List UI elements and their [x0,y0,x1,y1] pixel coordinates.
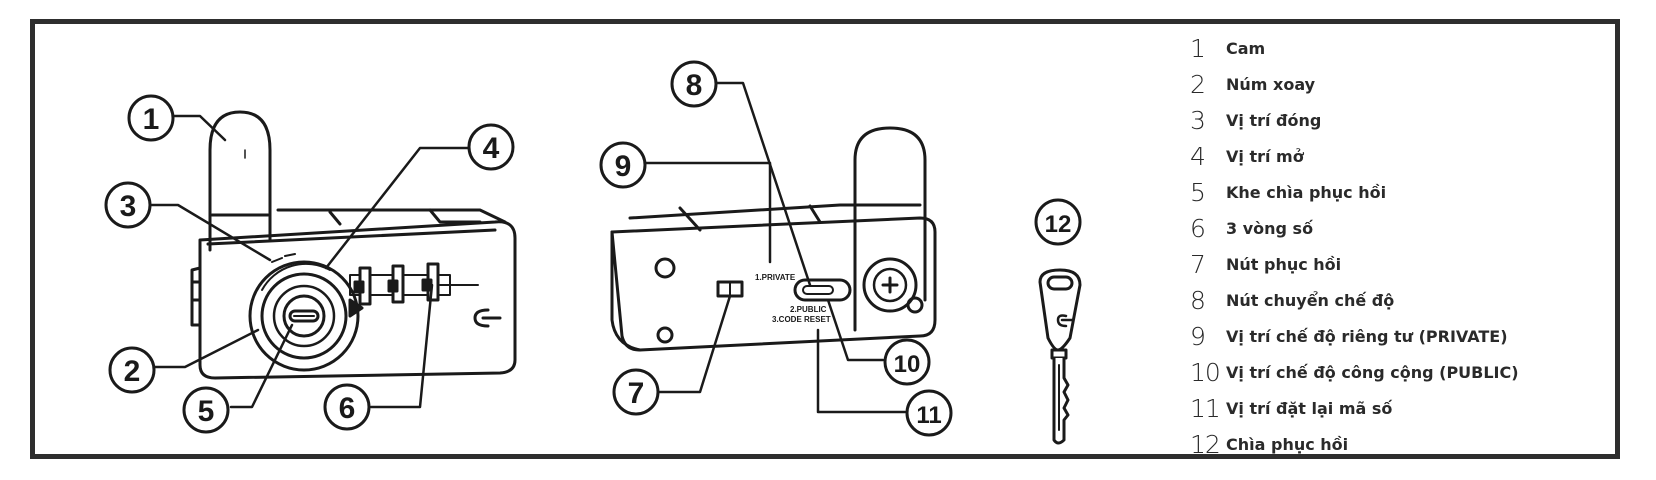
legend-number: 9 [1190,321,1206,351]
number-wheels [349,262,479,306]
svg-text:3: 3 [120,190,137,223]
legend-label: Nút chuyển chế độ [1226,290,1395,310]
legend-item: 10 Vị trí chế độ công cộng (PUBLIC) [1190,354,1610,390]
callout-2: 2 [108,346,156,394]
back-lock-illustration [610,126,937,352]
legend-item: 2 Núm xoay [1190,66,1610,102]
callout-10: 10 [883,338,931,386]
legend-item: 5 Khe chìa phục hồi [1190,174,1610,210]
callout-4: 4 [467,123,515,171]
svg-text:2: 2 [124,355,141,388]
legend-number: 8 [1190,285,1206,315]
legend-item: 1 Cam [1190,30,1610,66]
legend-number: 10 [1190,357,1221,387]
legend-label: Vị trí mở [1226,146,1304,166]
legend-label: Vị trí đóng [1226,110,1322,130]
cam-shape [208,110,272,252]
legend-item: 4 Vị trí mở [1190,138,1610,174]
legend-label: Vị trí chế độ công cộng (PUBLIC) [1226,362,1519,382]
legend-label: Chìa phục hồi [1226,434,1349,454]
legend-item: 6 3 vòng số [1190,210,1610,246]
label-public: 2.PUBLIC [790,305,827,314]
legend-item: 3 Vị trí đóng [1190,102,1610,138]
legend-item: 12 Chìa phục hồi [1190,426,1610,462]
legend-label: Núm xoay [1226,74,1316,94]
svg-text:5: 5 [198,395,215,428]
callout-5: 5 [182,386,230,434]
front-lock-body [198,220,517,380]
svg-text:8: 8 [686,69,703,102]
callout-7: 7 [612,368,660,416]
mode-switch-shape [793,278,852,302]
label-private: 1.PRIVATE [755,273,796,282]
svg-text:11: 11 [916,402,941,429]
legend-label: Cam [1226,38,1266,58]
callout-11: 11 [905,389,953,437]
legend-number: 5 [1190,177,1206,207]
callout-1: 1 [127,94,175,142]
front-lock-illustration [190,110,517,380]
legend-number: 4 [1190,141,1206,171]
legend-number: 2 [1190,69,1206,99]
legend-item: 8 Nút chuyển chế độ [1190,282,1610,318]
legend-item: 7 Nút phục hồi [1190,246,1610,282]
legend-number: 11 [1190,393,1221,423]
svg-text:12: 12 [1045,211,1072,238]
svg-text:4: 4 [483,132,500,165]
dial-outer-ring [248,260,360,372]
legend: 1 Cam 2 Núm xoay 3 Vị trí đóng 4 Vị trí … [1190,30,1610,462]
legend-label: Nút phục hồi [1226,254,1342,274]
callout-12: 12 [1034,198,1082,246]
svg-text:6: 6 [339,392,356,425]
callout-6: 6 [323,383,371,431]
rotary-knob [260,272,348,360]
legend-item: 9 Vị trí chế độ riêng tư (PRIVATE) [1190,318,1610,354]
legend-label: 3 vòng số [1226,218,1314,238]
legend-label: Vị trí chế độ riêng tư (PRIVATE) [1226,326,1508,346]
svg-text:9: 9 [615,150,632,183]
legend-label: Vị trí đặt lại mã số [1226,398,1393,418]
legend-number: 3 [1190,105,1206,135]
recovery-key-illustration [1038,268,1082,445]
legend-number: 6 [1190,213,1206,243]
svg-text:10: 10 [894,351,921,378]
label-code-reset: 3.CODE RESET [772,315,831,324]
callout-9: 9 [599,141,647,189]
svg-text:7: 7 [628,377,645,410]
callout-8: 8 [670,60,718,108]
legend-number: 7 [1190,249,1206,279]
callout-3: 3 [104,181,152,229]
legend-label: Khe chìa phục hồi [1226,182,1387,202]
legend-item: 11 Vị trí đặt lại mã số [1190,390,1610,426]
legend-number: 1 [1190,33,1206,63]
svg-text:1: 1 [143,103,160,136]
leader-lines [148,81,907,414]
back-cam-shape [853,126,927,332]
legend-number: 12 [1190,429,1221,459]
